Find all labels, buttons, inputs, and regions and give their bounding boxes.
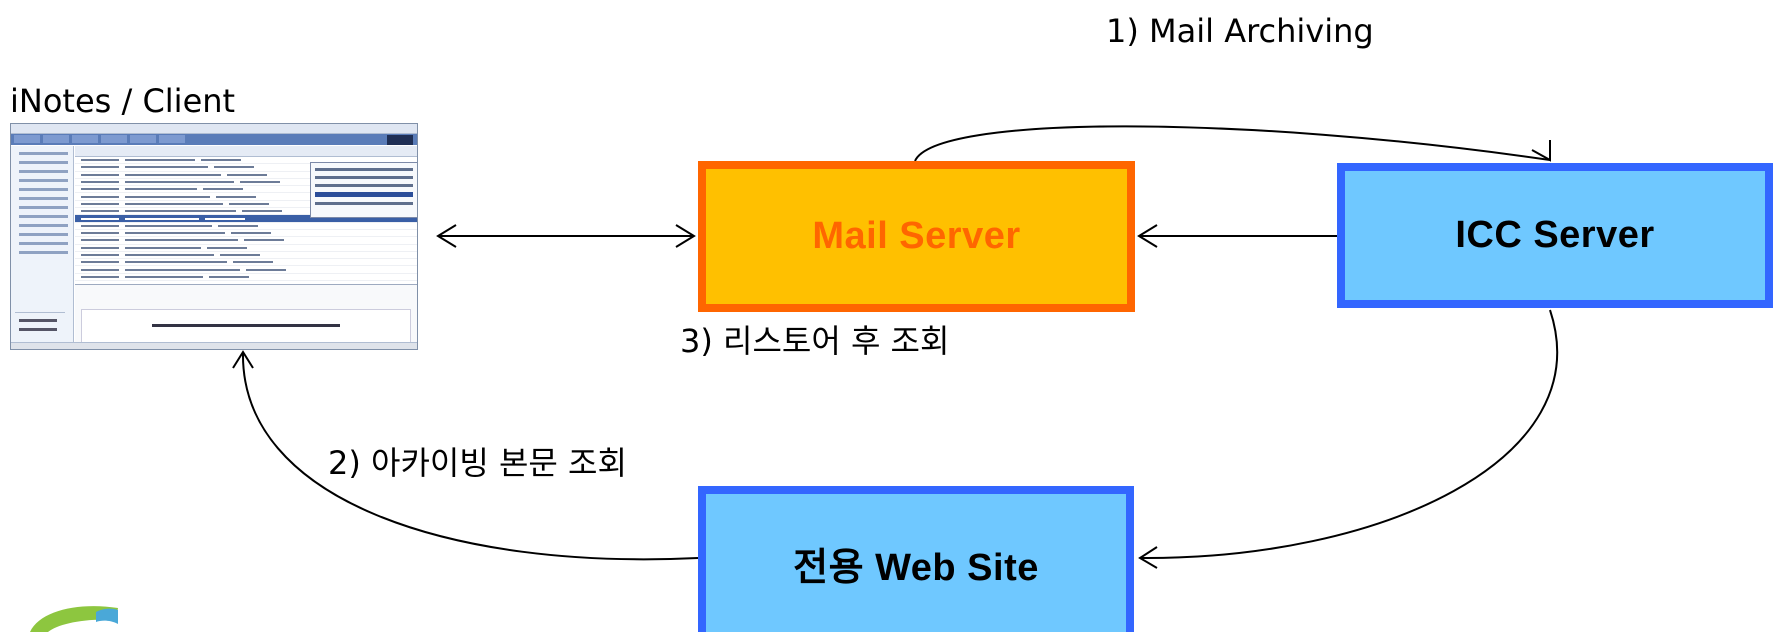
mail-arrowhead bbox=[675, 224, 696, 248]
mail-server-label: Mail Server bbox=[812, 215, 1021, 257]
step3-label: 3) 리스토어 후 조회 bbox=[680, 322, 950, 360]
step2-label: 2) 아카이빙 본문 조회 bbox=[328, 444, 627, 482]
client-message-row bbox=[75, 172, 417, 179]
ibm-logo-icon bbox=[387, 135, 413, 145]
icc-to-mail-arrowhead bbox=[1137, 224, 1158, 248]
step1-label: 1) Mail Archiving bbox=[1106, 12, 1374, 50]
inotes-client-screenshot bbox=[10, 123, 418, 350]
client-message-row bbox=[75, 208, 417, 216]
client-message-row bbox=[75, 215, 417, 223]
icc-server-label: ICC Server bbox=[1455, 214, 1655, 256]
client-message-row bbox=[75, 252, 417, 260]
archiving-arrowhead bbox=[1531, 140, 1551, 162]
client-message-list bbox=[75, 146, 417, 349]
client-context-menu bbox=[310, 162, 417, 218]
client-message-row bbox=[75, 230, 417, 238]
client-message-row bbox=[75, 164, 417, 172]
web-to-client-arrowhead bbox=[232, 350, 254, 369]
client-message-row bbox=[75, 274, 417, 282]
client-message-row bbox=[75, 179, 417, 187]
mail-server-node: Mail Server bbox=[698, 161, 1135, 312]
client-arrowhead bbox=[436, 224, 457, 248]
client-title: iNotes / Client bbox=[10, 82, 236, 120]
web-site-node: 전용 Web Site bbox=[698, 486, 1134, 632]
client-preview-pane bbox=[75, 284, 417, 349]
client-message-row bbox=[75, 193, 417, 201]
archiving-curve bbox=[914, 125, 1551, 162]
client-message-row bbox=[75, 157, 417, 165]
web-to-client-curve bbox=[241, 351, 699, 561]
client-folder-pane bbox=[11, 146, 74, 349]
client-message-row bbox=[75, 201, 417, 209]
client-message-row bbox=[75, 259, 417, 267]
icc-server-node: ICC Server bbox=[1337, 163, 1773, 308]
web-site-label: 전용 Web Site bbox=[793, 546, 1039, 589]
client-message-row bbox=[75, 237, 417, 245]
client-message-row bbox=[75, 223, 417, 230]
client-message-row bbox=[75, 266, 417, 274]
client-message-row bbox=[75, 245, 417, 252]
client-message-row bbox=[75, 186, 417, 194]
icc-to-web-curve bbox=[1139, 309, 1558, 560]
green-swoosh-logo-icon bbox=[30, 606, 118, 632]
icc-to-web-arrowhead bbox=[1138, 546, 1158, 569]
